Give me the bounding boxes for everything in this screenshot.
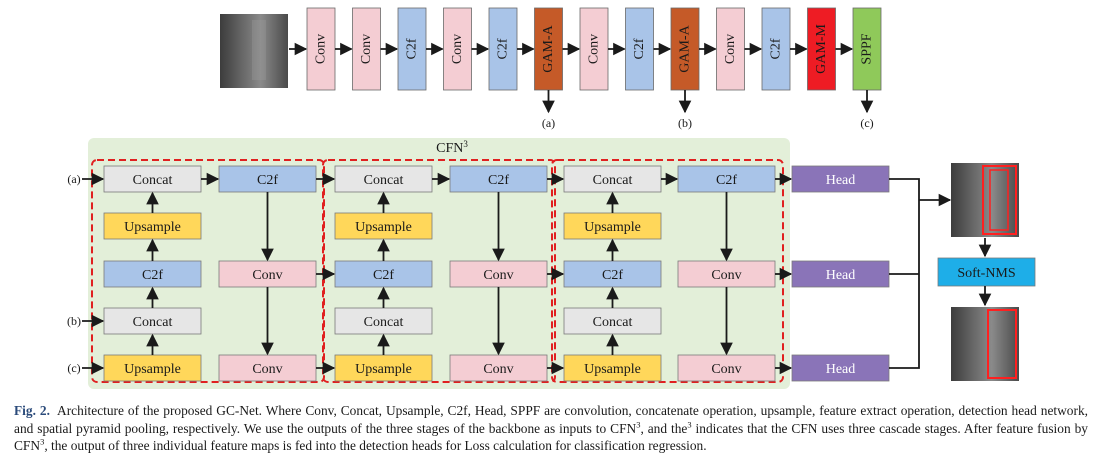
stage-3-c2f-right-label: C2f bbox=[716, 173, 737, 188]
head-0-label: Head bbox=[826, 173, 856, 188]
backbone-block-2-c2f-label: C2f bbox=[405, 38, 420, 59]
soft-nms-block-label: Soft-NMS bbox=[957, 266, 1015, 281]
backbone-block-10-c2f-label: C2f bbox=[769, 38, 784, 59]
backbone-block-7-c2f bbox=[625, 7, 654, 91]
stage-1-conv-bottom-label: Conv bbox=[252, 362, 282, 377]
backbone-block-11-gam-m-label: GAM-M bbox=[814, 24, 829, 74]
stage-3-conv-mid bbox=[677, 260, 776, 288]
backbone-block-11-gam-m bbox=[807, 7, 836, 91]
caption-sup-0: 3 bbox=[636, 419, 641, 430]
backbone-block-9-conv bbox=[716, 7, 745, 91]
stage-2-upsample-top-label: Upsample bbox=[355, 220, 412, 235]
cfn-title: CFN3 bbox=[436, 139, 468, 156]
stage-1-concat-mid-label: Concat bbox=[133, 315, 173, 330]
input-image-texture bbox=[252, 20, 266, 80]
stage-2-concat-mid-label: Concat bbox=[364, 315, 404, 330]
stage-1-c2f-mid bbox=[103, 260, 202, 288]
stage-3-concat-mid bbox=[563, 307, 662, 335]
backbone-block-0-conv-label: Conv bbox=[314, 34, 329, 64]
detection-box-bottom bbox=[987, 309, 1017, 379]
detection-box-top-2 bbox=[989, 169, 1009, 231]
stage-2-upsample-top bbox=[334, 212, 433, 240]
stage-2-concat-top-label: Concat bbox=[364, 173, 404, 188]
caption-part-2: , and the bbox=[640, 420, 688, 436]
stage-1-upsample-bottom bbox=[103, 354, 202, 382]
stage-1-conv-mid-label: Conv bbox=[252, 268, 282, 283]
stage-1-upsample-top bbox=[103, 212, 202, 240]
stage-3-upsample-bottom-label: Upsample bbox=[584, 362, 641, 377]
backbone-block-8-gam-a bbox=[670, 7, 700, 91]
stage-2-upsample-bottom-label: Upsample bbox=[355, 362, 412, 377]
stage-3-conv-bottom bbox=[677, 354, 776, 382]
backbone-block-12-sppf bbox=[852, 7, 882, 91]
stage-1-c2f-right-label: C2f bbox=[257, 173, 278, 188]
soft-nms-block bbox=[937, 257, 1036, 287]
backbone-block-7-c2f-label: C2f bbox=[632, 38, 647, 59]
stage-2-conv-mid bbox=[449, 260, 548, 288]
stage-1-c2f-mid-label: C2f bbox=[142, 268, 163, 283]
stage-3-concat-mid-label: Concat bbox=[593, 315, 633, 330]
backbone-block-4-c2f-label: C2f bbox=[496, 38, 511, 59]
head-2 bbox=[791, 354, 890, 382]
backbone-block-6-conv bbox=[579, 7, 609, 91]
cfn-input-label-0: (a) bbox=[67, 172, 80, 186]
caption-part-6: , the output of three individual feature… bbox=[44, 438, 707, 454]
backbone-block-12-sppf-label: SPPF bbox=[860, 33, 875, 64]
backbone: Conv Conv C2f Conv C2f GAM-A Conv C2f GAM-A Conv C… bbox=[289, 7, 882, 130]
head-0 bbox=[791, 165, 890, 193]
caption-part-0: Architecture of the proposed GC-Net. Whe… bbox=[14, 403, 1088, 436]
backbone-output-label-0: (a) bbox=[542, 116, 555, 130]
stage-3-c2f-mid-label: C2f bbox=[602, 268, 623, 283]
stage-2-conv-bottom bbox=[449, 354, 548, 382]
stage-1-concat-top-label: Concat bbox=[133, 173, 173, 188]
backbone-block-5-gam-a-label: GAM-A bbox=[541, 24, 556, 72]
head-1-label: Head bbox=[826, 268, 856, 283]
stage-3-conv-bottom-label: Conv bbox=[711, 362, 741, 377]
backbone-block-1-conv-label: Conv bbox=[359, 34, 374, 64]
stage-1-upsample-bottom-label: Upsample bbox=[124, 362, 181, 377]
stage-3-conv-mid-label: Conv bbox=[711, 268, 741, 283]
cfn-input-label-2: (c) bbox=[67, 361, 80, 375]
figure-label: Fig. 2. bbox=[14, 403, 50, 418]
stage-3-upsample-top-label: Upsample bbox=[584, 220, 641, 235]
stage-2-c2f-mid-label: C2f bbox=[373, 268, 394, 283]
stage-2-conv-mid-label: Conv bbox=[483, 268, 513, 283]
stage-2-c2f-mid bbox=[334, 260, 433, 288]
caption-part-4: indicates that the CFN uses three cascad… bbox=[14, 420, 1088, 454]
stage-3-concat-top bbox=[563, 165, 662, 193]
stage-1-conv-bottom bbox=[218, 354, 317, 382]
output-image-top bbox=[951, 163, 1019, 237]
backbone-block-9-conv-label: Conv bbox=[723, 34, 738, 64]
stage-2-c2f-right bbox=[449, 165, 548, 193]
figure-caption: Fig. 2. Architecture of the proposed GC-… bbox=[14, 402, 1088, 455]
caption-sup-2: 3 bbox=[40, 436, 45, 447]
head-2-label: Head bbox=[826, 362, 856, 377]
detection-box-top-1 bbox=[982, 165, 1017, 235]
stage-3-concat-top-label: Concat bbox=[593, 173, 633, 188]
backbone-block-3-conv bbox=[443, 7, 472, 91]
stage-1-upsample-top-label: Upsample bbox=[124, 220, 181, 235]
head-1 bbox=[791, 260, 890, 288]
caption-sup-1: 3 bbox=[687, 419, 692, 430]
backbone-output-label-2: (c) bbox=[860, 116, 873, 130]
backbone-output-label-1: (b) bbox=[678, 116, 692, 130]
stage-3-upsample-top bbox=[563, 212, 662, 240]
stage-2-c2f-right-label: C2f bbox=[488, 173, 509, 188]
input-image bbox=[220, 14, 288, 88]
cfn-input-label-1: (b) bbox=[67, 314, 81, 328]
backbone-block-6-conv-label: Conv bbox=[587, 34, 602, 64]
stage-2-upsample-bottom bbox=[334, 354, 433, 382]
stage-2-conv-bottom-label: Conv bbox=[483, 362, 513, 377]
backbone-block-3-conv-label: Conv bbox=[450, 34, 465, 64]
stage-3-c2f-right bbox=[677, 165, 776, 193]
output-image-bottom bbox=[951, 307, 1019, 381]
backbone-block-8-gam-a-label: GAM-A bbox=[678, 24, 693, 72]
backbone-block-10-c2f bbox=[761, 7, 791, 91]
